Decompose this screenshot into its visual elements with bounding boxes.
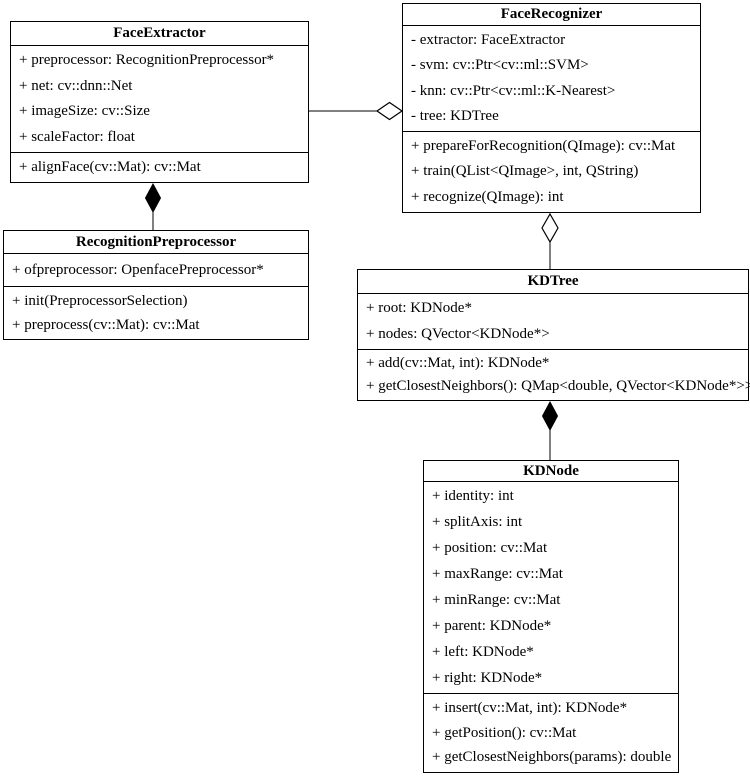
method: + getPosition(): cv::Mat	[432, 724, 577, 741]
attribute: + position: cv::Mat	[432, 540, 548, 557]
aggregation-diamond-facerecognizer-kdtree	[541, 212, 559, 244]
attributes-compartment: - extractor: FaceExtractor - svm: cv::Pt…	[403, 26, 700, 132]
method: + prepareForRecognition(QImage): cv::Mat	[411, 138, 676, 155]
methods-compartment: + prepareForRecognition(QImage): cv::Mat…	[403, 132, 700, 212]
class-face-extractor: FaceExtractor + preprocessor: Recognitio…	[10, 21, 309, 183]
class-kd-tree: KDTree + root: KDNode* + nodes: QVector<…	[357, 269, 750, 401]
method: + train(QList<QImage>, int, QString)	[411, 163, 639, 180]
class-title-recognition-preprocessor: RecognitionPreprocessor	[4, 231, 308, 254]
method: + add(cv::Mat, int): KDNode*	[366, 355, 550, 371]
attributes-compartment: + identity: int + splitAxis: int + posit…	[424, 482, 678, 694]
attribute: + splitAxis: int	[432, 514, 523, 531]
method: + preprocess(cv::Mat): cv::Mat	[12, 316, 200, 333]
attribute: + nodes: QVector<KDNode*>	[366, 325, 550, 342]
attribute: - knn: cv::Ptr<cv::ml::K-Nearest>	[411, 82, 616, 99]
class-title-kd-node: KDNode	[424, 461, 678, 482]
class-title-face-recognizer: FaceRecognizer	[403, 4, 700, 26]
attribute: - tree: KDTree	[411, 107, 499, 124]
attribute: + ofpreprocessor: OpenfacePreprocessor*	[12, 261, 264, 278]
class-title-kd-tree: KDTree	[358, 270, 748, 294]
composition-diamond-kdtree-kdnode	[541, 400, 559, 432]
method: + init(PreprocessorSelection)	[12, 292, 188, 309]
attribute: + preprocessor: RecognitionPreprocessor*	[19, 52, 275, 69]
attribute: + identity: int	[432, 488, 514, 505]
composition-diamond-faceextractor-recognitionpreprocessor	[144, 182, 162, 214]
attribute: + root: KDNode*	[366, 300, 472, 317]
attributes-compartment: + root: KDNode* + nodes: QVector<KDNode*…	[358, 294, 748, 350]
attribute: + minRange: cv::Mat	[432, 591, 561, 608]
class-kd-node: KDNode + identity: int + splitAxis: int …	[423, 460, 679, 773]
method: + getClosestNeighbors(): QMap<double, QV…	[366, 378, 750, 394]
attribute: - svm: cv::Ptr<cv::ml::SVM>	[411, 57, 589, 74]
attribute: + right: KDNode*	[432, 669, 543, 686]
attribute: + scaleFactor: float	[19, 128, 135, 145]
attribute: + left: KDNode*	[432, 643, 534, 660]
methods-compartment: + init(PreprocessorSelection) + preproce…	[4, 287, 308, 339]
attribute: + net: cv::dnn::Net	[19, 77, 133, 94]
attribute: + parent: KDNode*	[432, 617, 552, 634]
method: + alignFace(cv::Mat): cv::Mat	[19, 159, 201, 175]
methods-compartment: + add(cv::Mat, int): KDNode* + getCloses…	[358, 350, 750, 400]
attributes-compartment: + preprocessor: RecognitionPreprocessor*…	[11, 46, 308, 153]
attribute: + maxRange: cv::Mat	[432, 566, 563, 583]
attributes-compartment: + ofpreprocessor: OpenfacePreprocessor*	[4, 254, 308, 287]
attribute: + imageSize: cv::Size	[19, 103, 150, 120]
class-title-face-extractor: FaceExtractor	[11, 22, 308, 46]
aggregation-diamond-facerecognizer-faceextractor	[375, 101, 404, 121]
attribute: - extractor: FaceExtractor	[411, 32, 566, 49]
class-recognition-preprocessor: RecognitionPreprocessor + ofpreprocessor…	[3, 230, 309, 340]
class-face-recognizer: FaceRecognizer - extractor: FaceExtracto…	[402, 3, 701, 213]
method: + recognize(QImage): int	[411, 188, 564, 205]
methods-compartment: + insert(cv::Mat, int): KDNode* + getPos…	[424, 694, 678, 772]
method: + insert(cv::Mat, int): KDNode*	[432, 699, 628, 716]
methods-compartment: + alignFace(cv::Mat): cv::Mat	[11, 153, 308, 182]
method: + getClosestNeighbors(params): double	[432, 749, 672, 766]
